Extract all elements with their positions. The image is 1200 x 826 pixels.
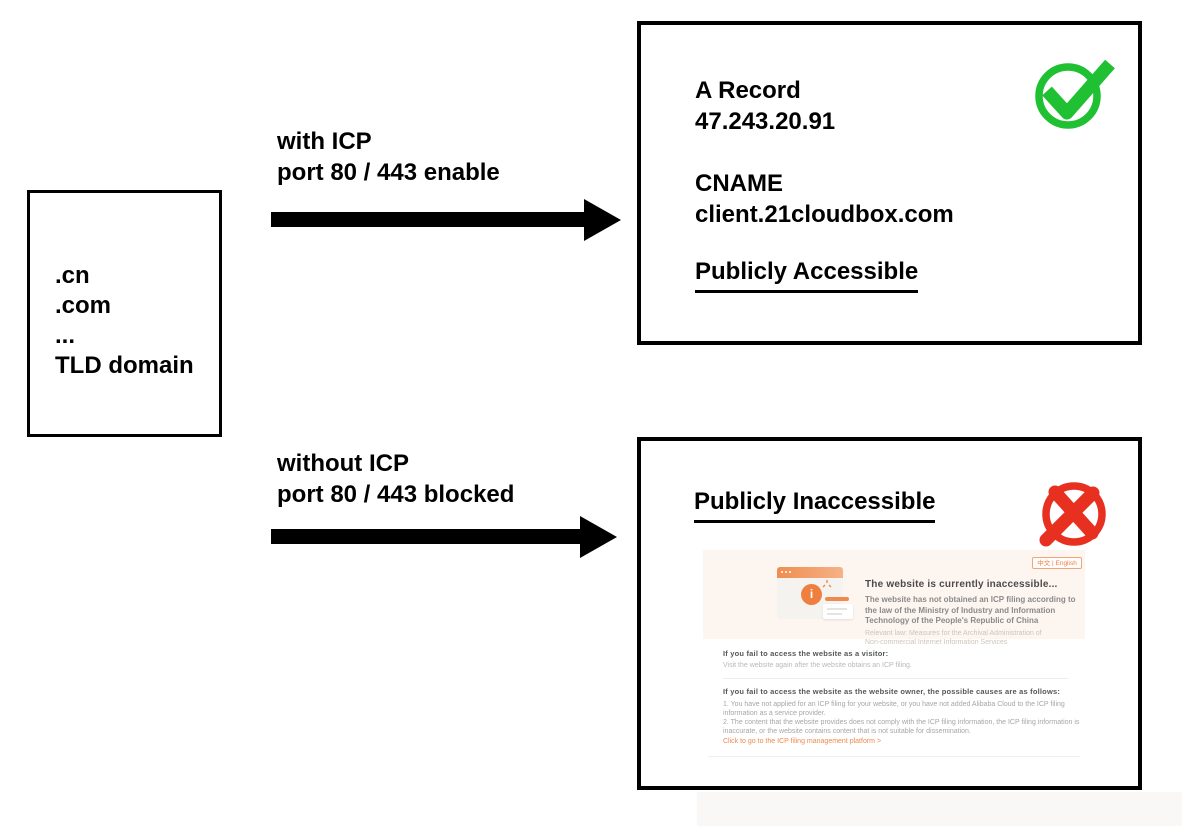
tld-domain-box: .cn .com ... TLD domain — [27, 190, 222, 437]
blocked-page-title: The website is currently inaccessible... — [865, 579, 1058, 590]
arrow-without-icp-shaft — [271, 529, 580, 544]
browser-dot — [789, 571, 791, 573]
blocked-page-screenshot: 中文 | English i The website is currently … — [703, 550, 1085, 790]
check-circle-icon — [1035, 59, 1115, 129]
without-icp-line1: without ICP — [277, 450, 409, 477]
visitor-heading: If you fail to access the website as a v… — [723, 649, 889, 658]
without-icp-label: without ICP port 80 / 443 blocked — [277, 448, 514, 510]
publicly-accessible-heading: Publicly Accessible — [695, 256, 919, 293]
skeleton-line — [827, 613, 842, 615]
blocked-box: Publicly Inaccessible — [637, 437, 1142, 790]
arrow-with-icp-head — [584, 199, 621, 241]
screenshot-footer-overflow — [697, 792, 1182, 826]
with-icp-label: with ICP port 80 / 443 enable — [277, 126, 500, 188]
blocked-page-header-band — [703, 550, 1085, 639]
info-icon: i — [801, 584, 822, 605]
owner-causes: 1. You have not applied for an ICP filin… — [723, 700, 1081, 736]
language-switch-button[interactable]: 中文 | English — [1032, 557, 1082, 569]
a-record-value: 47.243.20.91 — [695, 108, 836, 135]
with-icp-line2: port 80 / 443 enable — [277, 159, 500, 186]
cname-block: CNAME client.21cloudbox.com — [695, 168, 954, 230]
cname-label: CNAME — [695, 170, 783, 197]
with-icp-line1: with ICP — [277, 128, 372, 155]
arrow-with-icp-shaft — [271, 212, 584, 227]
blocked-page-subtitle: The website has not obtained an ICP fili… — [865, 595, 1076, 625]
tld-line-label: TLD domain — [55, 352, 194, 379]
tld-line-com: .com — [55, 292, 112, 319]
visitor-body: Visit the website again after the websit… — [723, 662, 912, 669]
accessible-box: A Record 47.243.20.91 CNAME client.21clo… — [637, 21, 1142, 345]
skeleton-card — [823, 604, 853, 619]
divider — [708, 756, 1080, 757]
publicly-inaccessible-heading: Publicly Inaccessible — [694, 486, 936, 523]
divider — [723, 678, 1068, 679]
browser-body: i — [777, 578, 853, 619]
without-icp-line2: port 80 / 443 blocked — [277, 481, 515, 508]
browser-window-illustration: i — [777, 567, 853, 619]
browser-dot — [785, 571, 787, 573]
spark-icon — [822, 580, 832, 588]
x-circle-icon — [1039, 482, 1106, 547]
a-record-block: A Record 47.243.20.91 — [695, 75, 835, 137]
blocked-page-law-note: Relevant law: Measures for the Archival … — [865, 630, 1042, 646]
owner-cause-2: 2. The content that the website provides… — [723, 719, 1080, 735]
owner-cause-1: 1. You have not applied for an ICP filin… — [723, 701, 1065, 717]
tld-line-cn: .cn — [55, 262, 90, 289]
browser-dot — [781, 571, 783, 573]
a-record-label: A Record — [695, 77, 801, 104]
owner-heading: If you fail to access the website as the… — [723, 687, 1061, 696]
browser-titlebar — [777, 567, 843, 578]
skeleton-line — [827, 608, 847, 610]
cname-value: client.21cloudbox.com — [695, 201, 954, 228]
tld-line-ellipsis: ... — [55, 322, 76, 349]
arrow-without-icp-head — [580, 516, 617, 558]
icp-management-link[interactable]: Click to go to the ICP filing management… — [723, 738, 882, 745]
skeleton-highlight-line — [825, 597, 849, 601]
